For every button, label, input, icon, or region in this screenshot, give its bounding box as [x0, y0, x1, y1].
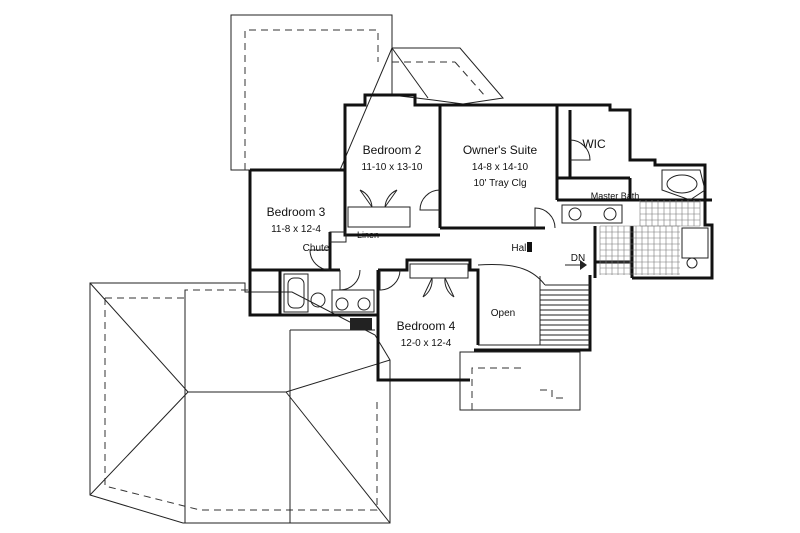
- doors: [309, 139, 591, 291]
- owners-suite-dims: 14-8 x 14-10: [472, 162, 529, 173]
- owners-suite-name: Owner's Suite: [463, 143, 538, 157]
- chute-label: Chute: [303, 243, 330, 254]
- stairs-down-label: DN: [571, 253, 585, 264]
- bedroom3-dims: 11-8 x 12-4: [271, 224, 321, 235]
- porch-roof: [459, 351, 581, 411]
- hall-label: Hall: [511, 243, 528, 254]
- open-label: Open: [491, 308, 515, 319]
- hall-post: [527, 242, 532, 252]
- linen-label: Linen: [357, 230, 379, 240]
- owners-suite-ceiling: 10' Tray Clg: [473, 178, 526, 189]
- closet-bedroom4: [409, 263, 469, 298]
- master-bath-name: Master Bath: [591, 191, 640, 201]
- stairs: [477, 260, 590, 346]
- exterior-walls: [248, 93, 714, 382]
- closet-bedroom2: [347, 189, 411, 228]
- room-labels: Bedroom 2 11-10 x 13-10 Owner's Suite 14…: [267, 137, 640, 349]
- bedroom4-name: Bedroom 4: [397, 319, 456, 333]
- bedroom3-name: Bedroom 3: [267, 205, 326, 219]
- hall-bath-fixtures: [283, 231, 375, 330]
- roof-lower: [89, 282, 391, 524]
- interior-walls: [250, 105, 712, 345]
- bedroom2-name: Bedroom 2: [363, 143, 422, 157]
- bedroom2-dims: 11-10 x 13-10: [362, 162, 423, 173]
- wic-name: WIC: [582, 137, 606, 151]
- master-bath-fixtures: [561, 169, 709, 275]
- bedroom4-dims: 12-0 x 12-4: [401, 338, 452, 349]
